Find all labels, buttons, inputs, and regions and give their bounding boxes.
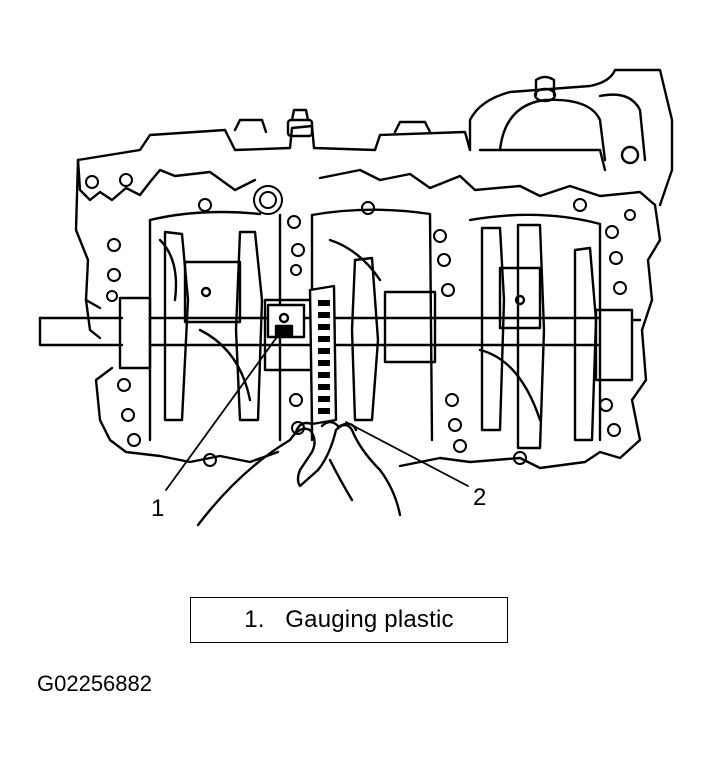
leader-lines	[165, 329, 469, 491]
figure-id: G02256882	[37, 671, 152, 696]
callout-number-1: 1	[151, 495, 165, 522]
legend-box: 1. Gauging plastic	[190, 597, 508, 643]
crankshaft	[38, 223, 642, 450]
bearing-bulkheads	[148, 208, 602, 442]
leader-line-2	[345, 421, 469, 487]
block-top-deck	[76, 108, 657, 207]
legend-item: 1. Gauging plastic	[244, 606, 453, 634]
hands	[196, 420, 402, 527]
bolt-holes	[85, 173, 636, 467]
legend-item-number: 1.	[244, 606, 265, 633]
leader-line-1	[165, 329, 283, 491]
callout-number-2: 2	[473, 484, 487, 511]
bearing-cap-with-gauging-plastic	[266, 303, 306, 339]
block-outline	[74, 158, 662, 470]
legend-item-label: Gauging plastic	[285, 606, 454, 633]
water-pump-housing	[468, 68, 674, 207]
plastigage-scale-card	[308, 284, 338, 426]
